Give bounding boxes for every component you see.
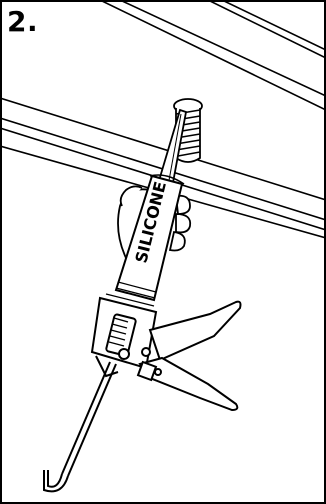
upper-roof-lines (100, 0, 326, 110)
plunger-rod (44, 356, 118, 491)
step-number: 2. (7, 4, 41, 40)
